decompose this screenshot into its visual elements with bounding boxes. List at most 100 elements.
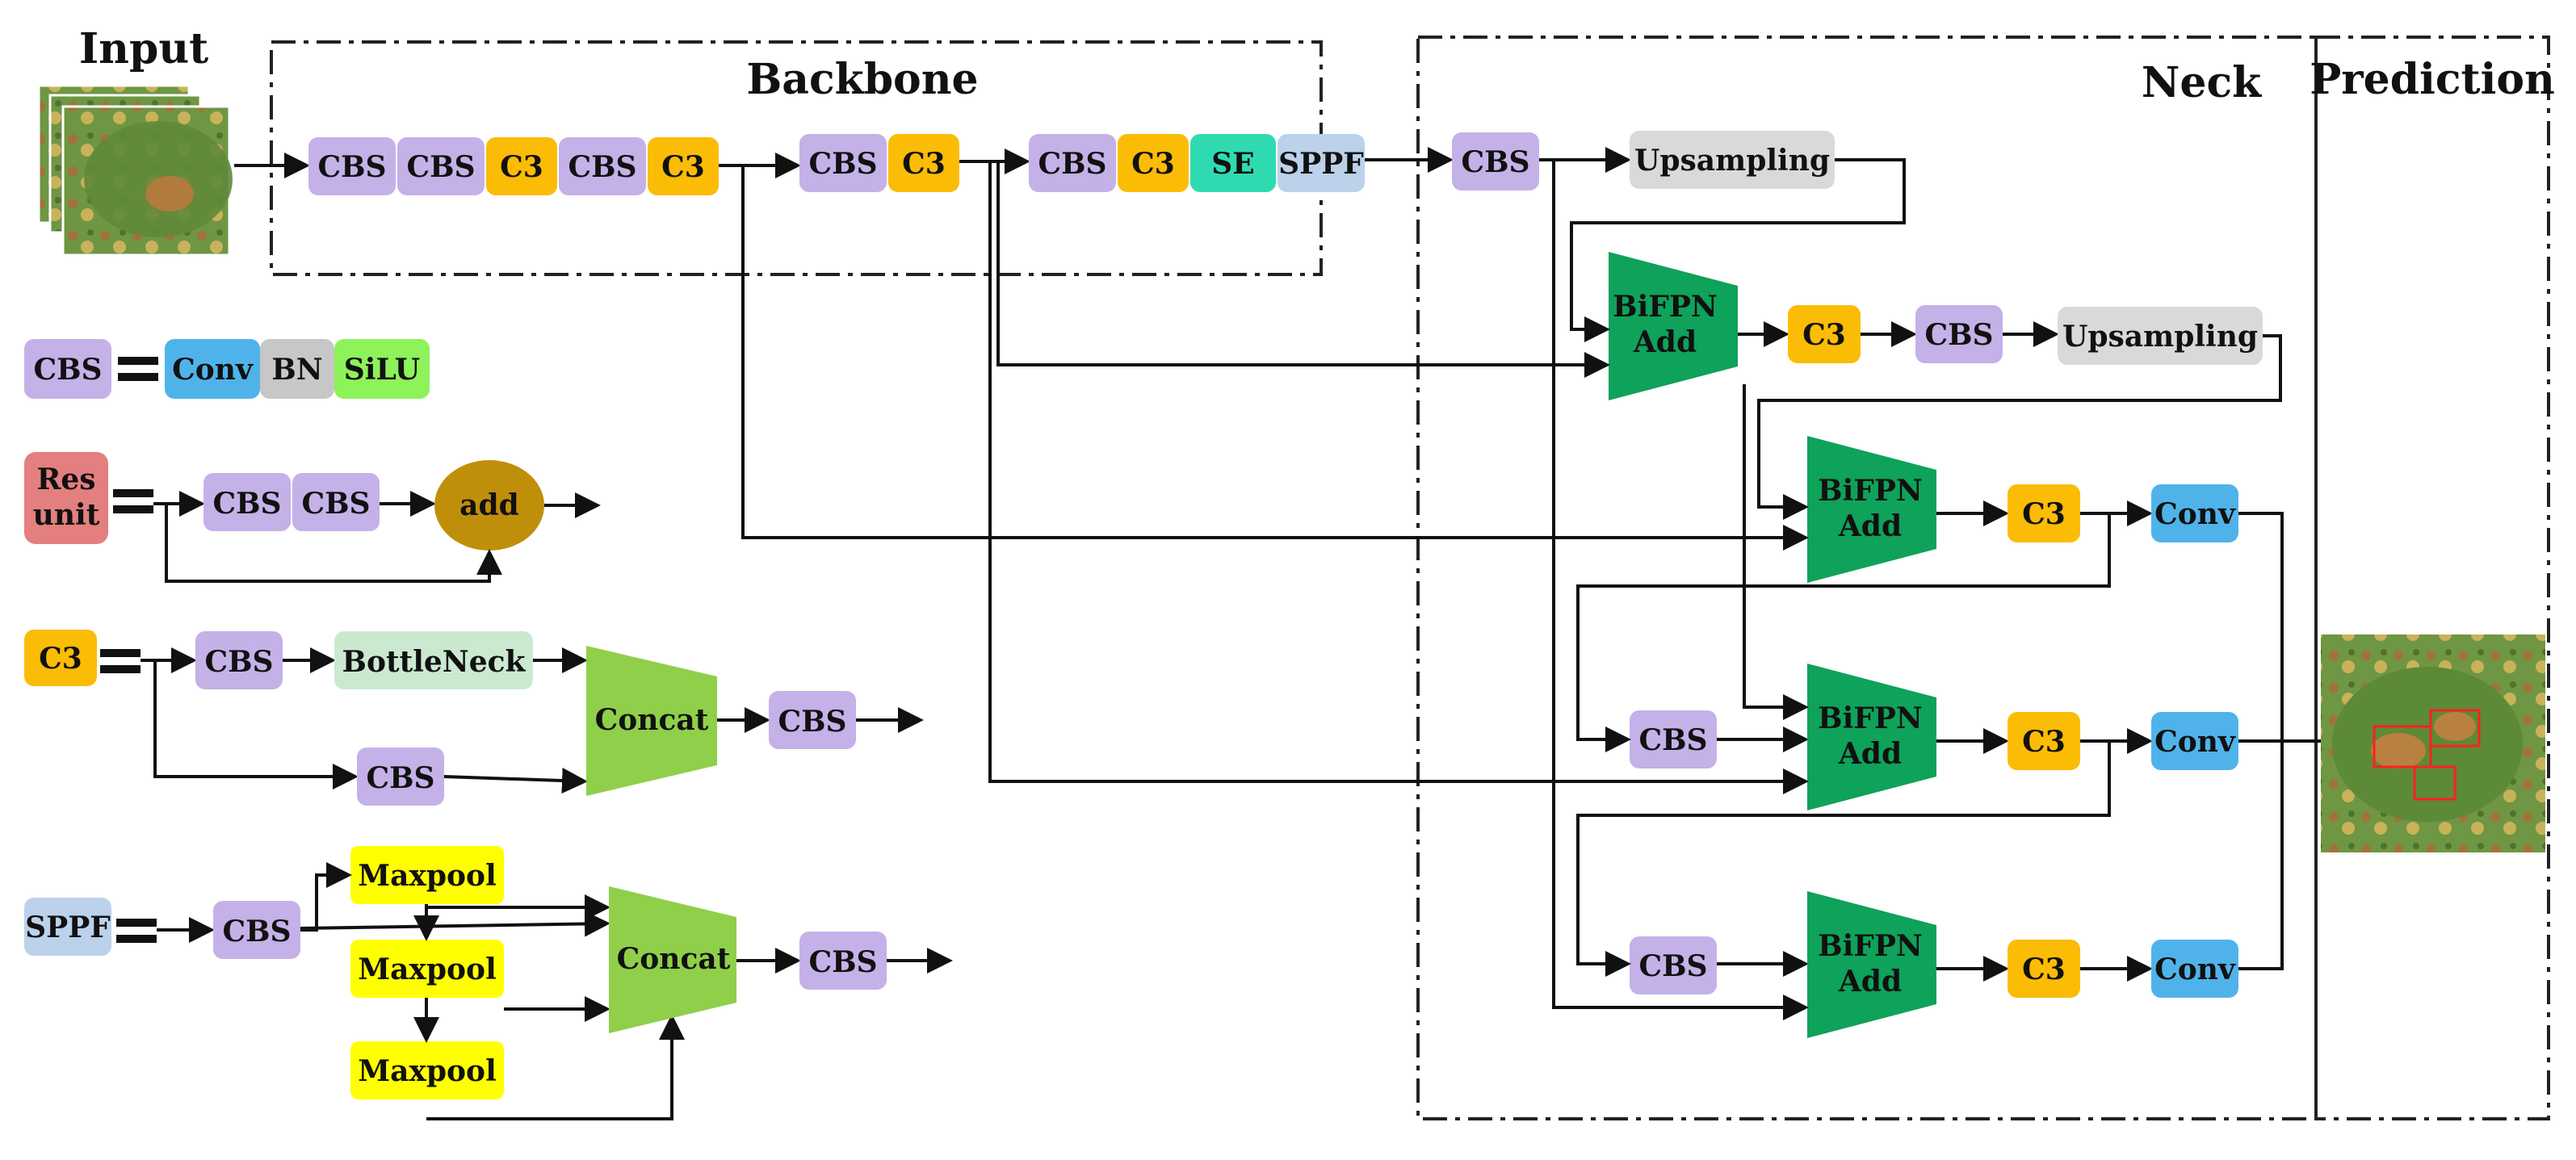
res-cbs-1: CBS — [203, 473, 291, 531]
neck-cbs-top: CBS — [1452, 132, 1539, 191]
svg-text:CBS: CBS — [212, 487, 281, 521]
sppf-concat: Concat — [609, 886, 736, 1033]
legend-res-unit: Res unit CBS CBS add — [24, 452, 601, 583]
svg-text:BottleNeck: BottleNeck — [342, 645, 527, 679]
prediction-frame — [2314, 36, 2550, 1120]
svg-text:Maxpool: Maxpool — [358, 1054, 497, 1088]
c3-cbs-3: CBS — [769, 691, 856, 749]
input-image — [37, 84, 233, 257]
svg-text:CBS: CBS — [1461, 145, 1529, 179]
neck-connections — [741, 158, 2348, 1020]
legend-silu: SiLU — [334, 339, 430, 399]
section-title-prediction: Prediction — [2310, 55, 2555, 104]
c3-concat: Concat — [586, 646, 717, 796]
legend-sppf: SPPF CBS Maxpool Maxpool Maxpool Concat … — [24, 846, 953, 1120]
svg-text:Upsampling: Upsampling — [1634, 144, 1830, 178]
neck-cbs-mid: CBS — [1915, 305, 2003, 363]
neck-upsampling-2: Upsampling — [2058, 307, 2263, 365]
svg-text:add: add — [459, 488, 519, 522]
svg-text:C3: C3 — [902, 147, 946, 181]
svg-text:Conv: Conv — [2154, 953, 2236, 986]
neck-conv-3: Conv — [2151, 940, 2238, 998]
svg-text:CBS: CBS — [808, 945, 877, 979]
svg-text:C3: C3 — [500, 150, 543, 184]
svg-text:C3: C3 — [39, 642, 82, 676]
svg-text:CBS: CBS — [366, 761, 434, 795]
neck-cbs-low-2: CBS — [1630, 936, 1717, 995]
svg-text:C3: C3 — [661, 150, 705, 184]
legend-bn: BN — [260, 339, 334, 399]
svg-text:unit: unit — [33, 498, 100, 532]
legend-c3-box: C3 — [24, 630, 97, 686]
svg-text:CBS: CBS — [204, 645, 273, 679]
neck-cbs-low-1: CBS — [1630, 710, 1717, 768]
legend-cbs-box: CBS — [24, 339, 111, 399]
neck-conv-2: Conv — [2151, 712, 2238, 770]
sppf-cbs-1: CBS — [213, 901, 300, 959]
section-title-neck: Neck — [2142, 58, 2262, 107]
svg-text:CBS: CBS — [1638, 949, 1707, 983]
svg-text:C3: C3 — [1131, 147, 1175, 181]
neck-conv-1: Conv — [2151, 484, 2238, 542]
svg-text:Conv: Conv — [2154, 497, 2236, 531]
backbone-cbs-3: CBS — [559, 137, 646, 195]
section-title-input: Input — [79, 24, 208, 73]
neck-upsampling-1: Upsampling — [1630, 131, 1835, 189]
sppf-cbs-2: CBS — [799, 932, 887, 990]
backbone-cbs-2: CBS — [397, 137, 485, 195]
sppf-maxpool-1: Maxpool — [350, 846, 504, 904]
svg-text:CBS: CBS — [778, 705, 846, 739]
backbone-cbs-1: CBS — [308, 137, 396, 195]
svg-text:C3: C3 — [2022, 725, 2066, 759]
backbone-c3-1: C3 — [486, 137, 557, 195]
svg-text:CBS: CBS — [1638, 723, 1707, 757]
svg-text:CBS: CBS — [1924, 318, 1993, 352]
svg-text:Maxpool: Maxpool — [358, 953, 497, 986]
c3-cbs-2: CBS — [357, 748, 444, 806]
backbone-c3-2: C3 — [648, 137, 719, 195]
res-add: add — [434, 460, 544, 551]
backbone-sppf: SPPF — [1278, 134, 1365, 192]
prediction-image — [2321, 634, 2545, 852]
neck-c3-1: C3 — [1788, 305, 1861, 363]
svg-text:CBS: CBS — [33, 353, 102, 387]
svg-text:SPPF: SPPF — [1278, 147, 1364, 181]
section-title-backbone: Backbone — [746, 55, 978, 104]
svg-text:CBS: CBS — [1038, 147, 1106, 181]
neck-c3-4: C3 — [2008, 940, 2080, 998]
svg-text:C3: C3 — [1802, 318, 1846, 352]
svg-text:Conv: Conv — [2154, 725, 2236, 759]
legend-c3: C3 CBS BottleNeck CBS Concat CBS — [24, 630, 924, 806]
legend-conv: Conv — [165, 339, 260, 399]
svg-text:CBS: CBS — [301, 487, 370, 521]
svg-text:Conv: Conv — [172, 353, 254, 387]
neck-c3-3: C3 — [2008, 712, 2080, 770]
svg-text:CBS: CBS — [406, 150, 475, 184]
neck-c3-2: C3 — [2008, 484, 2080, 542]
legend-sppf-box: SPPF — [24, 898, 111, 956]
svg-text:C3: C3 — [2022, 953, 2066, 986]
sppf-maxpool-3: Maxpool — [350, 1041, 504, 1099]
backbone-cbs-5: CBS — [1029, 134, 1116, 192]
svg-text:CBS: CBS — [222, 915, 291, 949]
backbone-se: SE — [1190, 134, 1276, 192]
svg-text:C3: C3 — [2022, 497, 2066, 531]
svg-text:Res: Res — [36, 463, 95, 496]
sppf-maxpool-2: Maxpool — [350, 940, 504, 998]
svg-text:SE: SE — [1211, 147, 1254, 181]
svg-text:CBS: CBS — [317, 150, 386, 184]
c3-bottleneck: BottleNeck — [334, 631, 533, 689]
svg-text:CBS: CBS — [808, 147, 877, 181]
legend-cbs: CBS Conv BN SiLU — [24, 339, 430, 399]
svg-text:BN: BN — [271, 353, 322, 387]
backbone-cbs-4: CBS — [799, 134, 887, 192]
svg-text:CBS: CBS — [568, 150, 636, 184]
